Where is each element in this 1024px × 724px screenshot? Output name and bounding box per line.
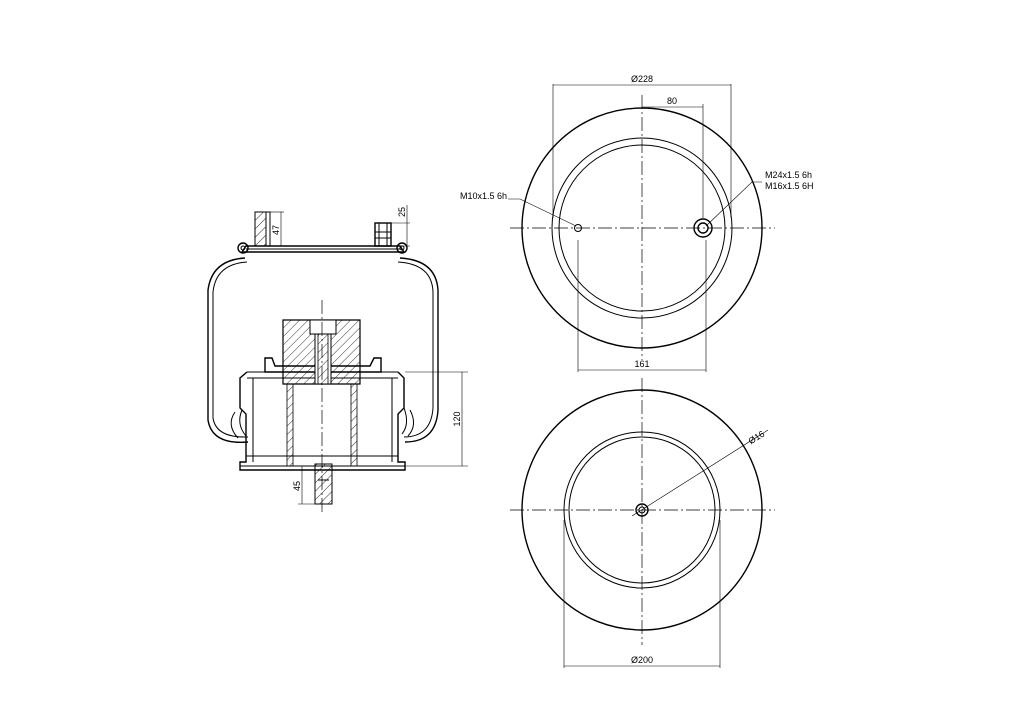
label-large-thread-1: M24x1.5 6h [765, 170, 812, 180]
dim-stud-height: 47 [271, 225, 281, 235]
top-stud [254, 211, 267, 247]
dim-bottom-stud-height: 45 [292, 481, 302, 491]
bellows-fold-left [230, 409, 247, 439]
bottom-stud [314, 463, 333, 505]
label-small-thread: M10x1.5 6h [460, 191, 507, 201]
air-fitting [374, 222, 392, 247]
large-fitting-inner [697, 222, 709, 234]
dim-top-plate-width: 161 [634, 359, 649, 369]
leader-small-thread [508, 198, 577, 227]
dim-fitting-height: 25 [397, 207, 407, 217]
bumper-slot [309, 319, 337, 335]
bumper-bolt [317, 333, 329, 385]
dim-top-outer-diameter: Ø228 [631, 74, 653, 84]
leader-large-thread [705, 181, 762, 227]
dim-bottom-hole: Ø16 [747, 429, 767, 446]
crimp-left [237, 242, 249, 254]
bottom-center-hole-inner [638, 506, 646, 514]
core-tube-left [286, 383, 294, 467]
bellows-outer [207, 257, 439, 444]
small-thread-hole [574, 224, 582, 232]
bellows-fold-right [401, 407, 414, 437]
label-large-thread-2: M16x1.5 6H [765, 181, 814, 191]
top-view: Ø228 80 161 M10x1.5 6h M24x1.5 6h M16x1.… [460, 74, 814, 372]
dim-piston-height: 120 [452, 411, 462, 426]
leader-bottom-hole [631, 429, 769, 517]
bellows-inner [212, 261, 434, 438]
bottom-view: Ø16 Ø200 [510, 378, 775, 668]
dim-bottom-outer-diameter: Ø200 [631, 655, 653, 665]
top-stud-side [265, 211, 271, 247]
crimp-right [396, 242, 408, 254]
piston-body [239, 371, 406, 471]
crimp-left-inner [240, 245, 246, 251]
side-section-view: 47 25 120 45 [207, 205, 468, 515]
core-tube-right [350, 383, 358, 467]
large-fitting-outer [693, 218, 713, 238]
bottom-center-hole [635, 503, 649, 517]
dim-top-offset: 80 [667, 96, 677, 106]
